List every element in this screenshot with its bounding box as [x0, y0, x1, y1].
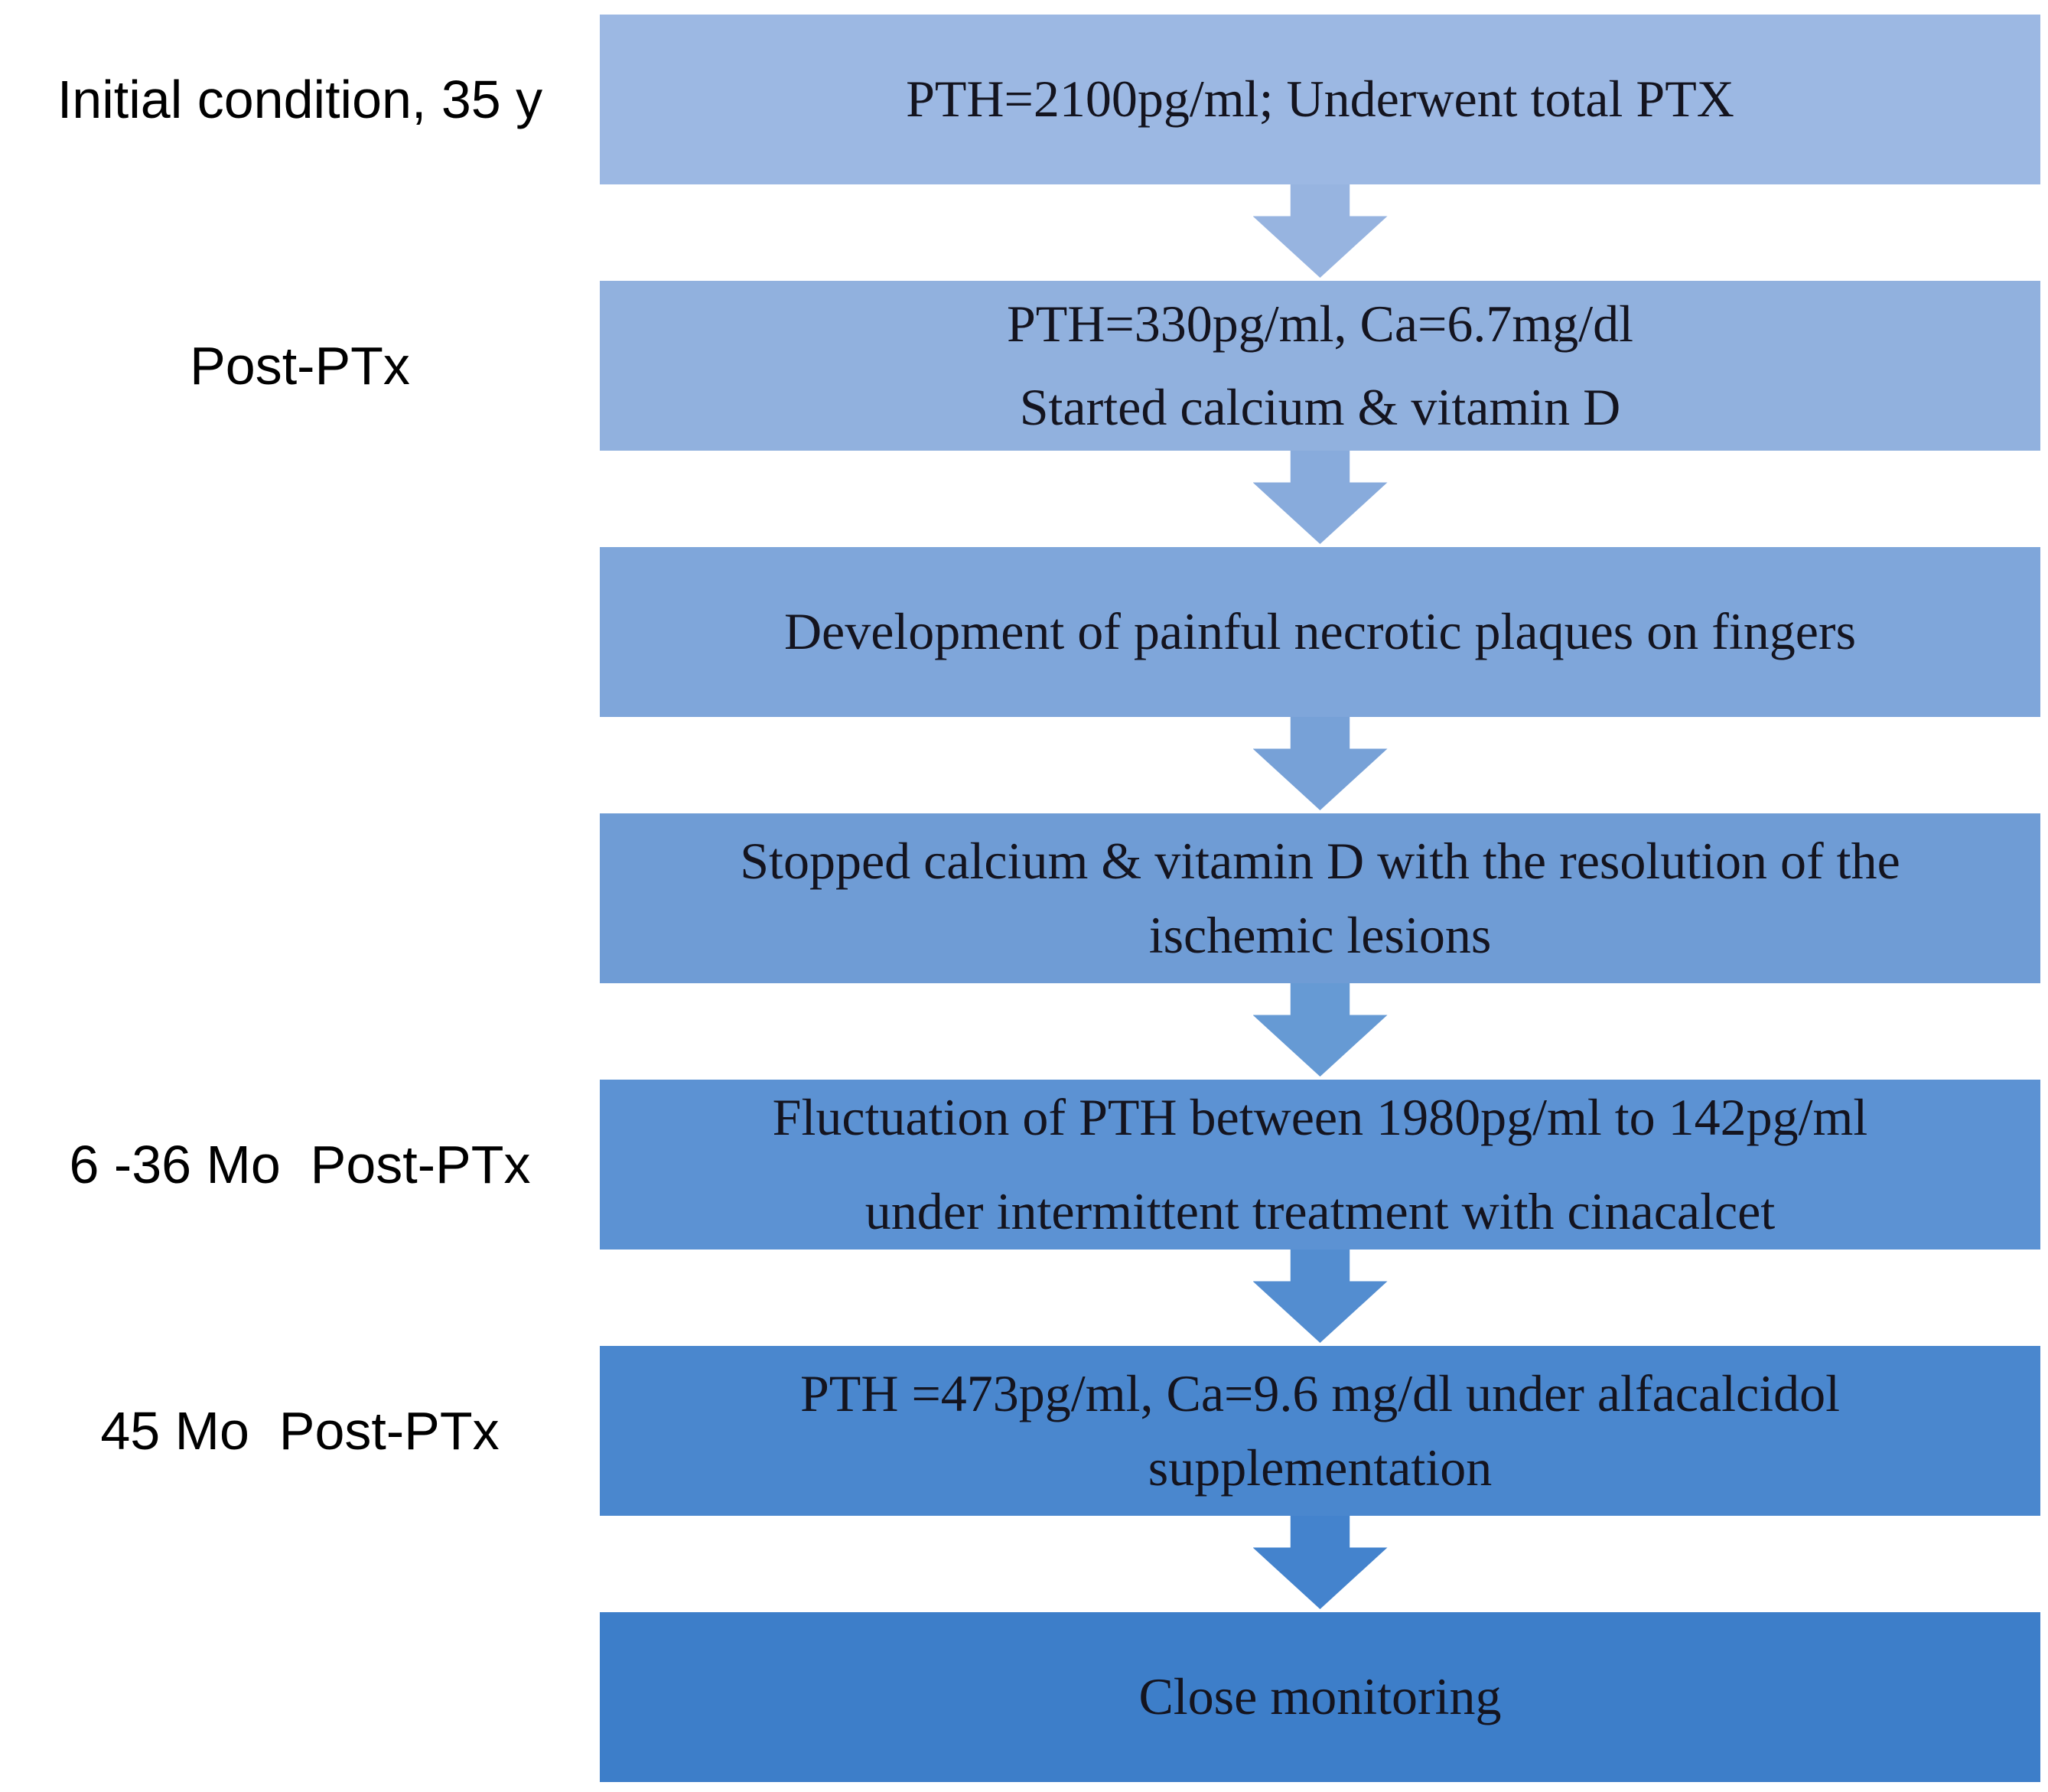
down-arrow-icon: [1252, 717, 1388, 810]
box-text-line: supplementation: [1148, 1438, 1493, 1497]
down-arrow-icon: [1252, 1516, 1388, 1609]
box-text-line: PTH =473pg/ml, Ca=9.6 mg/dl under alfaca…: [799, 1364, 1840, 1422]
down-arrow-icon: [1252, 451, 1388, 544]
flow-box-initial-condition: PTH=2100pg/ml; Underwent total PTX: [600, 15, 2040, 184]
down-arrow-icon: [1252, 1250, 1388, 1343]
label-column-cell: Post-PTx: [0, 281, 600, 451]
box-text-line: ischemic lesions: [1148, 906, 1492, 964]
flow-step-row: Initial condition, 35 y PTH=2100pg/ml; U…: [0, 15, 2048, 184]
down-arrow-icon: [1252, 184, 1388, 278]
flow-step-row: 45 Mo Post-PTx PTH =473pg/ml, Ca=9.6 mg/…: [0, 1346, 2048, 1516]
timeline-label-45-mo-post-ptx: 45 Mo Post-PTx: [100, 1400, 500, 1461]
flow-step-row: Close monitoring: [0, 1612, 2048, 1782]
timeline-label-6-36-mo-post-ptx: 6 -36 Mo Post-PTx: [69, 1134, 531, 1194]
flow-box-close-monitoring: Close monitoring: [600, 1612, 2040, 1782]
box-text-line: Stopped calcium & vitamin D with the res…: [740, 831, 1900, 890]
down-arrow-icon: [1252, 983, 1388, 1077]
label-column-cell: [0, 1612, 600, 1782]
label-column-cell: 45 Mo Post-PTx: [0, 1346, 600, 1516]
box-text-line: Started calcium & vitamin D: [1019, 378, 1621, 436]
flow-box-post-ptx-labs: PTH=330pg/ml, Ca=6.7mg/dl Started calciu…: [600, 281, 2040, 451]
box-text-line: PTH=330pg/ml, Ca=6.7mg/dl: [1006, 294, 1634, 353]
label-column-cell: [0, 547, 600, 717]
box-text-line: PTH=2100pg/ml; Underwent total PTX: [906, 70, 1734, 129]
flow-box-alfacalcidol: PTH =473pg/ml, Ca=9.6 mg/dl under alfaca…: [600, 1346, 2040, 1516]
timeline-label-initial-condition: Initial condition, 35 y: [57, 69, 543, 129]
box-text-line: Fluctuation of PTH between 1980pg/ml to …: [772, 1087, 1868, 1146]
box-text-line: under intermittent treatment with cinaca…: [864, 1182, 1776, 1240]
flow-box-necrotic-plaques: Development of painful necrotic plaques …: [600, 547, 2040, 717]
label-column-cell: Initial condition, 35 y: [0, 15, 600, 184]
timeline-label-post-ptx: Post-PTx: [190, 335, 410, 396]
flow-step-row: 6 -36 Mo Post-PTx Fluctuation of PTH bet…: [0, 1080, 2048, 1250]
flow-step-row: Post-PTx PTH=330pg/ml, Ca=6.7mg/dl Start…: [0, 281, 2048, 451]
flow-step-row: Stopped calcium & vitamin D with the res…: [0, 813, 2048, 983]
label-column-cell: [0, 813, 600, 983]
flow-box-pth-fluctuation: Fluctuation of PTH between 1980pg/ml to …: [600, 1080, 2040, 1250]
label-column-cell: 6 -36 Mo Post-PTx: [0, 1080, 600, 1250]
flow-box-stopped-calcium: Stopped calcium & vitamin D with the res…: [600, 813, 2040, 983]
box-text-line: Development of painful necrotic plaques …: [783, 602, 1857, 661]
flow-step-row: Development of painful necrotic plaques …: [0, 547, 2048, 717]
box-text-line: Close monitoring: [1138, 1667, 1502, 1726]
